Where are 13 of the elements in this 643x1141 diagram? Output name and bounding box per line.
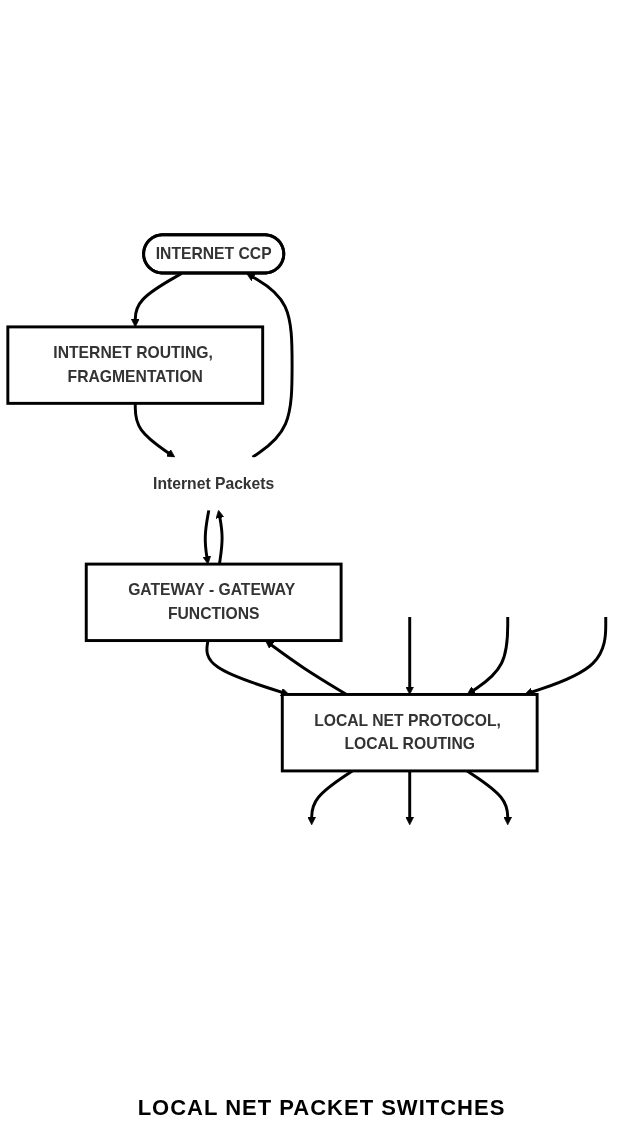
node-text: Internet Packets [153, 474, 275, 492]
arrow [215, 509, 225, 565]
arrow [133, 403, 176, 458]
node-box: GATEWAY - GATEWAY FUNCTIONS [84, 562, 343, 643]
arrow [466, 617, 510, 695]
node-box: INTERNET ROUTING, FRAGMENTATION [6, 325, 265, 405]
arrow [246, 273, 294, 459]
caption-text: LOCAL NET PACKET SWITCHES [137, 1095, 506, 1121]
arrow [405, 770, 415, 826]
arrow [205, 640, 290, 697]
arrow [202, 509, 212, 565]
arrow [405, 617, 415, 695]
node-box: LOCAL NET PROTOCOL, LOCAL ROUTING [280, 693, 539, 773]
